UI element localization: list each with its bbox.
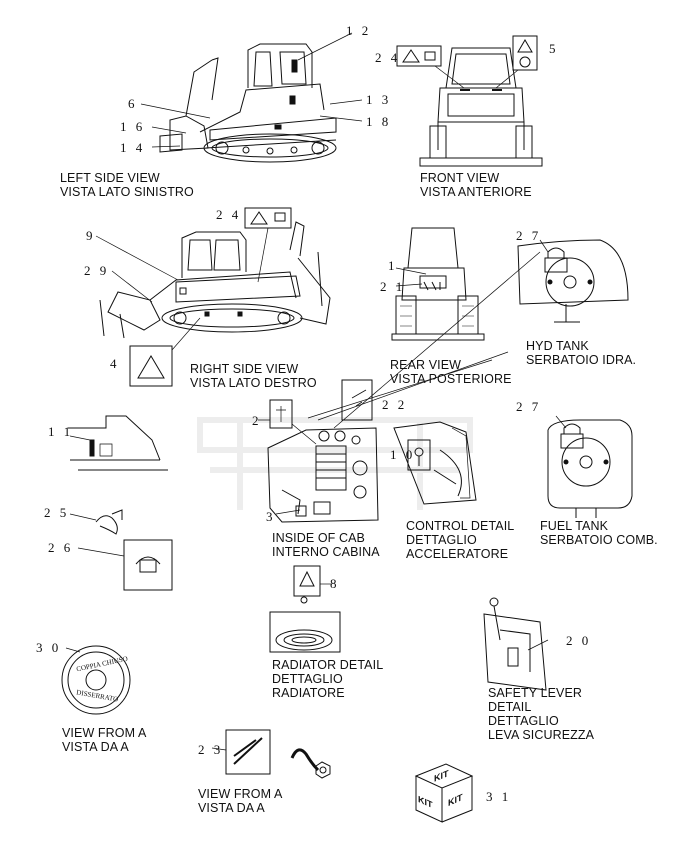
callout-8: 8 bbox=[330, 576, 340, 591]
right-decal-24 bbox=[244, 207, 292, 229]
panel-decal-26 bbox=[77, 539, 173, 591]
decal-23 bbox=[211, 729, 271, 775]
fuel-tank-drawing bbox=[547, 419, 633, 518]
callout-10: 1 0 bbox=[390, 447, 416, 462]
callout-31: 3 1 bbox=[486, 789, 512, 804]
callout-27-fuel: 2 7 bbox=[516, 399, 542, 414]
right-side-view-dozer bbox=[99, 221, 331, 339]
cab-door-detail bbox=[68, 415, 168, 471]
torque-plate-icon bbox=[61, 645, 131, 715]
callout-11: 1 1 bbox=[48, 424, 74, 439]
callout-24-front: 2 4 bbox=[375, 50, 401, 65]
right-decal-4 bbox=[129, 317, 201, 387]
callout-9: 9 bbox=[86, 228, 96, 243]
callout-5: 5 bbox=[549, 41, 559, 56]
callout-18: 1 8 bbox=[366, 114, 392, 129]
callout-29: 2 9 bbox=[84, 263, 110, 278]
front-decal-24 bbox=[396, 45, 442, 67]
callout-14: 1 4 bbox=[120, 140, 146, 155]
padlock-icon bbox=[539, 239, 568, 273]
callout-3: 3 bbox=[266, 509, 276, 524]
callout-22: 2 2 bbox=[382, 397, 408, 412]
hose-clamp-25 bbox=[69, 509, 123, 535]
safety-lever-drawing bbox=[483, 597, 549, 691]
radiator-detail-drawing bbox=[269, 565, 341, 653]
control-detail-drawing bbox=[393, 421, 477, 505]
callout-25: 2 5 bbox=[44, 505, 70, 520]
callout-4: 4 bbox=[110, 356, 120, 371]
padlock-icon bbox=[555, 415, 584, 449]
callout-27-hyd: 2 7 bbox=[516, 228, 542, 243]
callout-16: 1 6 bbox=[120, 119, 146, 134]
callout-21: 2 1 bbox=[380, 279, 406, 294]
callout-20: 2 0 bbox=[566, 633, 592, 648]
kit-box-icon bbox=[414, 763, 474, 823]
left-side-view-dozer bbox=[159, 43, 337, 163]
callout-6: 6 bbox=[128, 96, 138, 111]
callout-26: 2 6 bbox=[48, 540, 74, 555]
left-view-leaders bbox=[140, 32, 363, 148]
callout-12: 1 2 bbox=[346, 23, 372, 38]
callout-23: 2 3 bbox=[198, 742, 224, 757]
callout-13: 1 3 bbox=[366, 92, 392, 107]
callout-30: 3 0 bbox=[36, 640, 62, 655]
callout-1: 1 bbox=[388, 258, 398, 273]
rear-view-dozer bbox=[391, 227, 485, 341]
hose-icon bbox=[290, 748, 320, 772]
callout-24-right: 2 4 bbox=[216, 207, 242, 222]
inside-cab-drawing bbox=[258, 379, 379, 523]
front-decal-5 bbox=[512, 35, 538, 71]
hyd-tank-drawing bbox=[517, 239, 629, 323]
nut-icon bbox=[315, 761, 331, 779]
callout-2: 2 bbox=[252, 413, 262, 428]
front-view-dozer bbox=[419, 47, 543, 167]
